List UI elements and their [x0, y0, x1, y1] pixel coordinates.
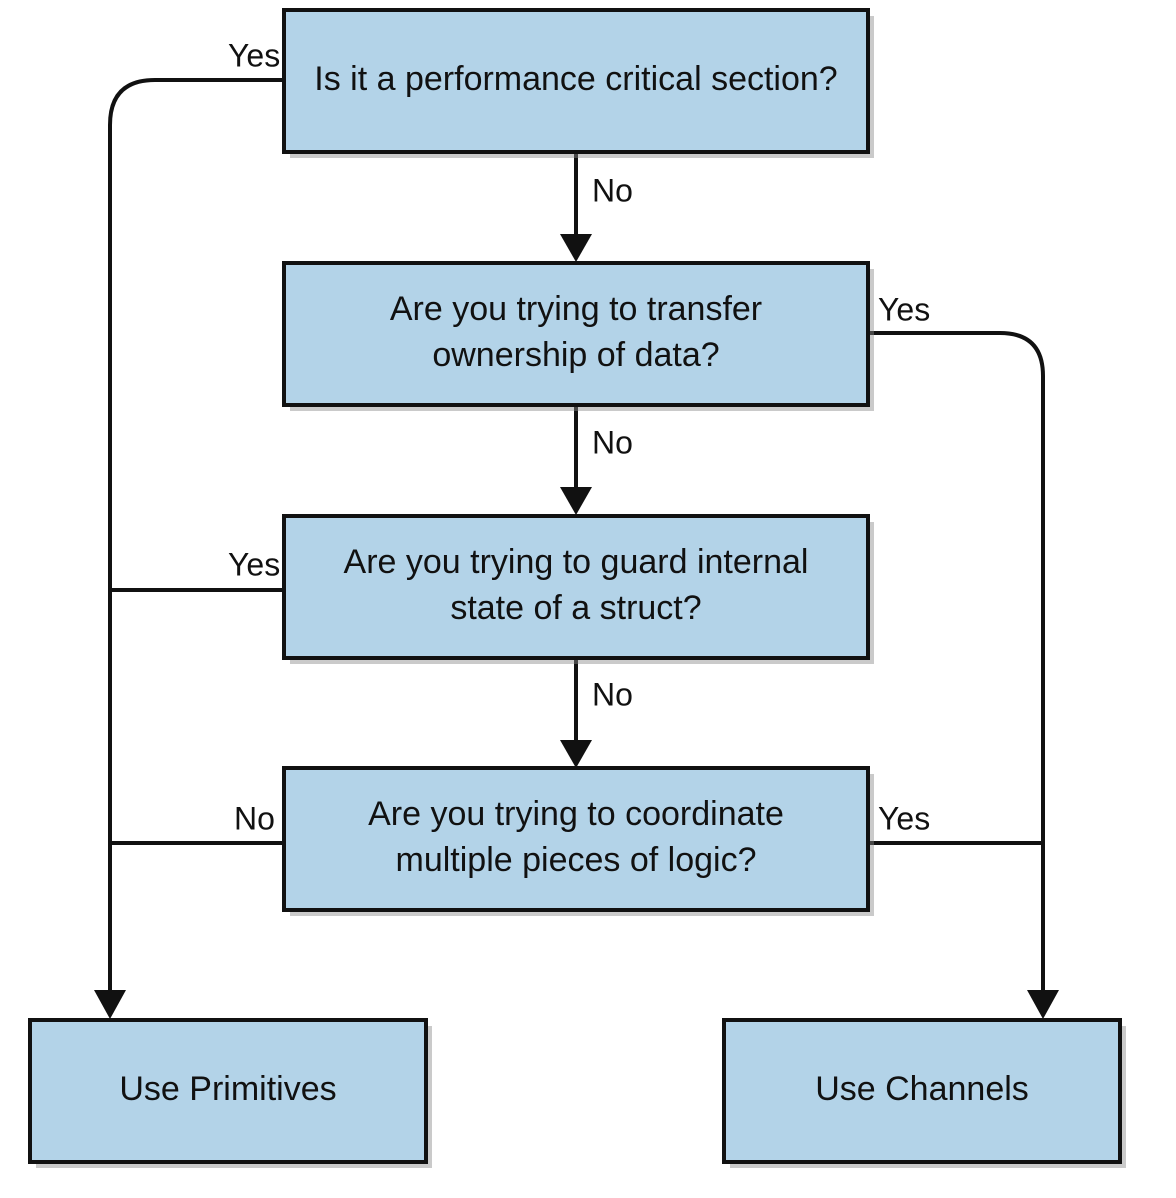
- q4-no-label: No: [234, 800, 275, 836]
- decision-performance-critical-label: Is it a performance critical section?: [314, 60, 837, 98]
- q1-yes-connector: [108, 78, 284, 990]
- decision-coordinate-logic-line2: multiple pieces of logic?: [396, 841, 757, 879]
- q2-no-label: No: [592, 424, 633, 460]
- arrowheads: [94, 234, 1059, 1019]
- decision-guard-internal-state-line1: Are you trying to guard internal: [344, 543, 809, 581]
- connectors: [108, 78, 1045, 990]
- q2-yes-label: Yes: [878, 291, 930, 327]
- outcome-use-primitives: Use Primitives: [28, 1018, 432, 1168]
- arrowhead-to-q2: [560, 234, 592, 262]
- decision-guard-internal-state: Are you trying to guard internal state o…: [282, 514, 874, 664]
- arrowhead-to-q4: [560, 740, 592, 768]
- arrowhead-to-channels: [1027, 990, 1059, 1019]
- decision-performance-critical: Is it a performance critical section?: [282, 8, 874, 158]
- decision-coordinate-logic: Are you trying to coordinate multiple pi…: [282, 766, 874, 916]
- decision-transfer-ownership-line1: Are you trying to transfer: [390, 290, 762, 328]
- decision-guard-internal-state-line2: state of a struct?: [450, 589, 701, 627]
- q3-no-label: No: [592, 676, 633, 712]
- q2-yes-connector: [868, 331, 1045, 990]
- outcome-use-channels-label: Use Channels: [815, 1070, 1029, 1108]
- q1-no-label: No: [592, 172, 633, 208]
- q3-yes-label: Yes: [228, 546, 280, 582]
- outcome-use-channels: Use Channels: [722, 1018, 1126, 1168]
- edge-labels: Yes No Yes No Yes No No Yes: [228, 37, 930, 836]
- arrowhead-to-q3: [560, 487, 592, 515]
- decision-coordinate-logic-line1: Are you trying to coordinate: [368, 795, 784, 833]
- decision-transfer-ownership: Are you trying to transfer ownership of …: [282, 261, 874, 411]
- outcome-use-primitives-label: Use Primitives: [119, 1070, 336, 1108]
- decision-transfer-ownership-line2: ownership of data?: [432, 336, 719, 374]
- q1-yes-label: Yes: [228, 37, 280, 73]
- q4-yes-label: Yes: [878, 800, 930, 836]
- arrowhead-to-primitives: [94, 990, 126, 1019]
